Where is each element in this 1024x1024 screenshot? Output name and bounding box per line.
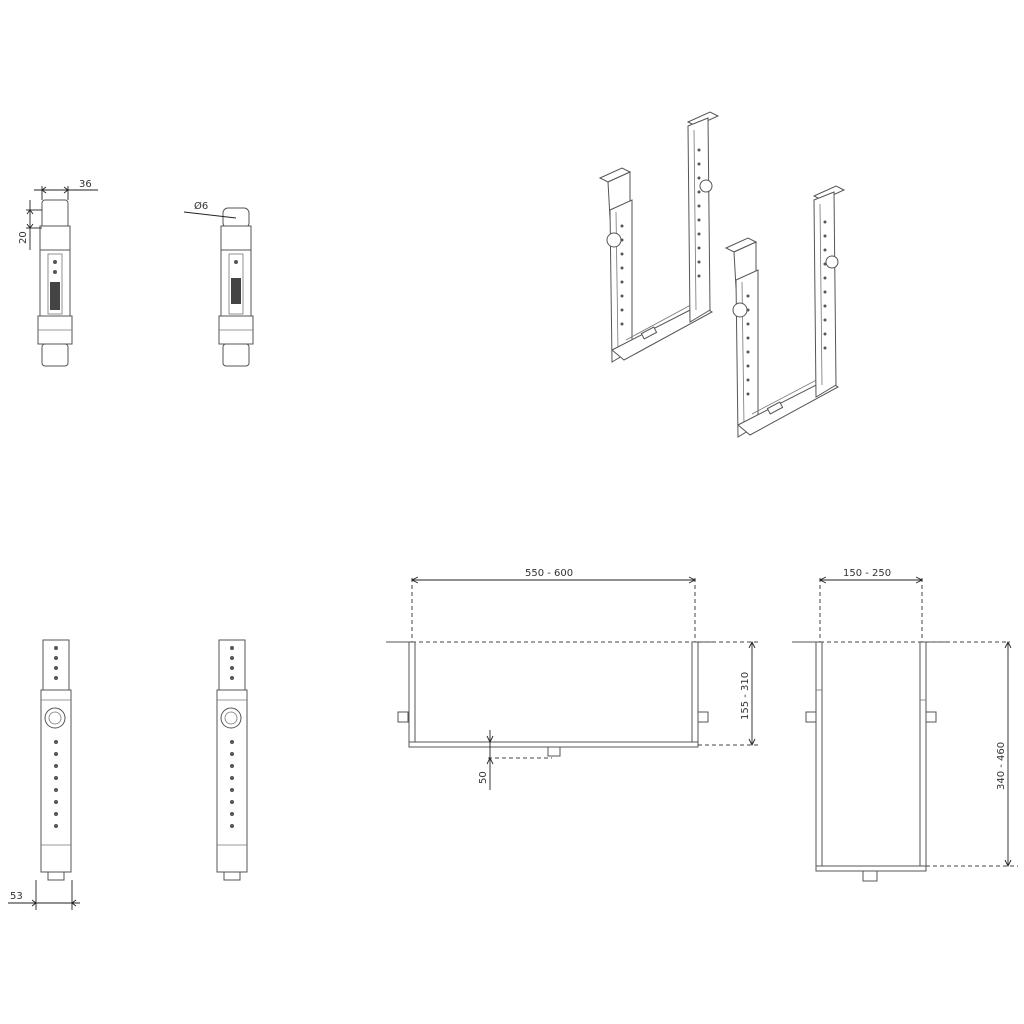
dim-span-width: 550 - 600: [525, 568, 573, 579]
dim-side-height: 340 - 460: [996, 742, 1007, 790]
front-assembly-view: 550 - 600 155 - 310 50: [386, 568, 760, 790]
bar-top-view-right: Ø6: [183, 200, 254, 367]
dim-top-width: 36: [79, 179, 92, 190]
bracket-isometric-1: [598, 111, 720, 363]
bar-top-view-left: 36 20: [18, 179, 98, 367]
dim-foot-height: 50: [478, 771, 489, 784]
bar-front-view-left: 53: [8, 639, 80, 910]
dim-base-width: 53: [10, 891, 23, 902]
dim-hole-diameter: Ø6: [194, 200, 208, 212]
dim-top-height: 20: [18, 231, 29, 244]
bar-front-view-right: [216, 639, 248, 881]
dim-side-width: 150 - 250: [843, 568, 891, 579]
side-assembly-view: 150 - 250 340 - 460: [792, 568, 1018, 882]
bracket-isometric-2: [724, 185, 846, 438]
dim-front-height: 155 - 310: [740, 672, 751, 720]
